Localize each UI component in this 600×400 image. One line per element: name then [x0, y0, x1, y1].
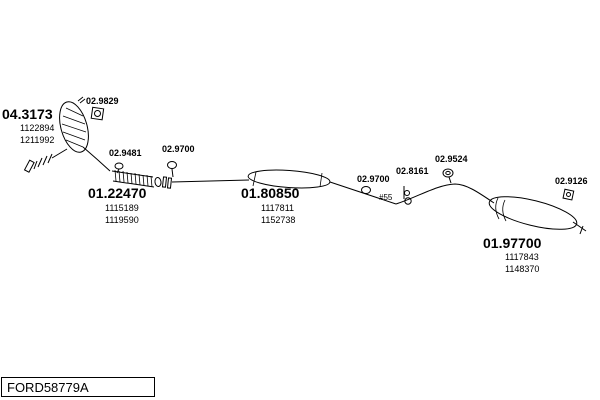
rear-muffler-drawing: [488, 196, 587, 235]
part-ref-center-muffler-1: 1117811: [261, 203, 295, 213]
part-ref-front-pipe-2: 1119590: [105, 215, 139, 225]
flex-pipe-drawing: [111, 169, 173, 189]
clamp-icon-front: [114, 162, 124, 174]
fitting-code-hanger-rear: 02.9126: [555, 176, 588, 186]
part-ref-catalyst-2: 1211992: [20, 135, 55, 145]
part-number-front-pipe: 01.22470: [88, 185, 147, 201]
rear-pipe-drawing: [395, 183, 495, 205]
hanger-icon-mid: [403, 186, 412, 205]
fitting-code-clamp-mid: 02.9700: [357, 174, 390, 184]
drawing-number: FORD58779A: [7, 379, 89, 395]
fitting-code-hanger-mid: 02.8161: [396, 166, 429, 176]
hanger-icon-rear: [562, 188, 575, 201]
gasket-icon: [90, 106, 105, 121]
clamp-icon-flex: [167, 161, 177, 178]
part-number-catalyst: 04.3173: [2, 106, 53, 122]
catalyst-drawing: [23, 96, 111, 173]
part-ref-front-pipe-1: 1115189: [105, 203, 139, 213]
fitting-code-gasket: 02.9829: [86, 96, 119, 106]
fitting-code-ring-rear: 02.9524: [435, 154, 468, 164]
part-ref-catalyst-1: 1122894: [20, 123, 55, 133]
clamp-icon-mid: [361, 186, 371, 194]
part-ref-rear-muffler-2: 1148370: [505, 264, 540, 274]
part-ref-rear-muffler-1: 1117843: [505, 252, 539, 262]
part-number-center-muffler: 01.80850: [241, 185, 300, 201]
pipe-note: #55: [379, 193, 393, 202]
mid-pipe-drawing: [171, 179, 250, 183]
part-number-rear-muffler: 01.97700: [483, 235, 542, 251]
fitting-code-clamp-front: 02.9481: [109, 148, 142, 158]
fitting-code-clamp-flex: 02.9700: [162, 144, 195, 154]
part-ref-center-muffler-2: 1152738: [261, 215, 296, 225]
drawing-number-box: FORD58779A: [1, 377, 155, 397]
ring-icon-rear: [442, 168, 454, 184]
